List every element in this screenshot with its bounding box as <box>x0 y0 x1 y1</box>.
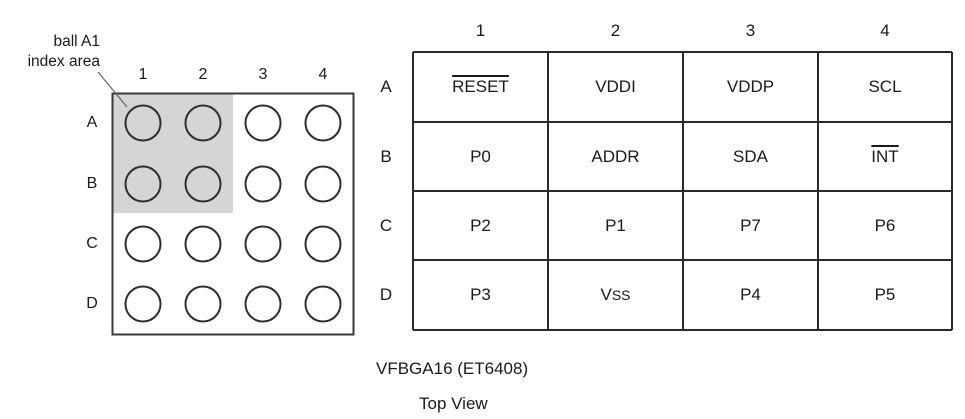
table-grid-lines <box>412 51 953 331</box>
table-column-header: 4 <box>880 21 890 40</box>
package-row-label: A <box>86 114 98 131</box>
callout-leader-line <box>97 71 128 108</box>
balls-group <box>124 104 342 323</box>
pin-name: P0 <box>470 146 491 166</box>
pin-name: SDA <box>733 146 768 166</box>
pin-cell-A1: RESET <box>413 52 548 122</box>
ball-B3 <box>244 165 282 203</box>
package-row-label: D <box>86 295 98 312</box>
ball-D3 <box>244 285 282 323</box>
pin-name: P7 <box>740 215 761 235</box>
pin-name: SCL <box>868 77 902 96</box>
callout-line-1: ball A1 <box>53 33 100 50</box>
package-row-label: B <box>86 175 98 192</box>
pin-cell-C3: P7 <box>683 191 818 260</box>
pin-name: P6 <box>874 215 896 235</box>
table-column-header: 2 <box>610 21 621 40</box>
pin-cell-C4: P6 <box>818 191 952 260</box>
table-row-header: B <box>380 146 392 166</box>
pin-cell-D1: P3 <box>413 260 548 330</box>
pin-cell-A2: VDDI <box>548 52 683 122</box>
ball-A1 <box>124 104 162 142</box>
ball-B1 <box>124 165 162 203</box>
ball-B4 <box>304 165 342 203</box>
pin-cell-C2: P1 <box>548 191 683 260</box>
view-caption: Top View <box>419 394 488 413</box>
ball-C1 <box>124 225 162 263</box>
ball-A4 <box>304 104 342 142</box>
ball-A2 <box>184 104 222 142</box>
pin-name: V <box>600 285 612 304</box>
pin-name: P5 <box>874 285 896 304</box>
package-column-label: 3 <box>258 66 268 83</box>
pin-name: P3 <box>470 285 491 304</box>
ball-D4 <box>304 285 342 323</box>
pin-cell-D3: P4 <box>683 260 818 330</box>
ball-D1 <box>124 285 162 323</box>
pin-cell-D4: P5 <box>818 260 952 330</box>
table-row-header: C <box>379 215 393 235</box>
ball-a1-index-area <box>113 94 233 213</box>
pin-name: P2 <box>470 215 491 235</box>
package-column-label: 2 <box>198 66 208 83</box>
pin-name: ADDR <box>591 146 640 166</box>
pin-name: P4 <box>740 285 761 304</box>
pin-cell-B3: SDA <box>683 122 818 191</box>
package-outline <box>111 92 355 336</box>
pin-cell-C1: P2 <box>413 191 548 260</box>
table-column-header: 1 <box>475 21 486 40</box>
pin-name: P1 <box>605 215 626 235</box>
pin-cell-B1: P0 <box>413 122 548 191</box>
ball-B2 <box>184 165 222 203</box>
ball-C3 <box>244 225 282 263</box>
package-column-label: 1 <box>138 66 148 83</box>
callout-line-2: index area <box>27 53 100 70</box>
ball-D2 <box>184 285 222 323</box>
table-row-header: A <box>380 77 392 96</box>
pin-name: RESET <box>452 77 509 96</box>
index-area-callout: ball A1 index area <box>0 32 100 72</box>
package-column-label: 4 <box>318 66 328 83</box>
ball-A3 <box>244 104 282 142</box>
pin-name-subscript: SS <box>611 287 631 303</box>
pin-name: INT <box>871 146 899 166</box>
pin-cell-B2: ADDR <box>548 122 683 191</box>
ball-C4 <box>304 225 342 263</box>
table-row-header: D <box>379 285 393 304</box>
pin-cell-A4: SCL <box>818 52 952 122</box>
package-row-label: C <box>86 235 98 252</box>
ball-C2 <box>184 225 222 263</box>
pin-cell-B4: INT <box>818 122 952 191</box>
pin-name: VDDP <box>726 77 775 96</box>
pin-cell-A3: VDDP <box>683 52 818 122</box>
pin-name: VDDI <box>595 77 636 96</box>
package-name-caption: VFBGA16 (ET6408) <box>376 359 529 378</box>
table-column-header: 3 <box>745 21 756 40</box>
